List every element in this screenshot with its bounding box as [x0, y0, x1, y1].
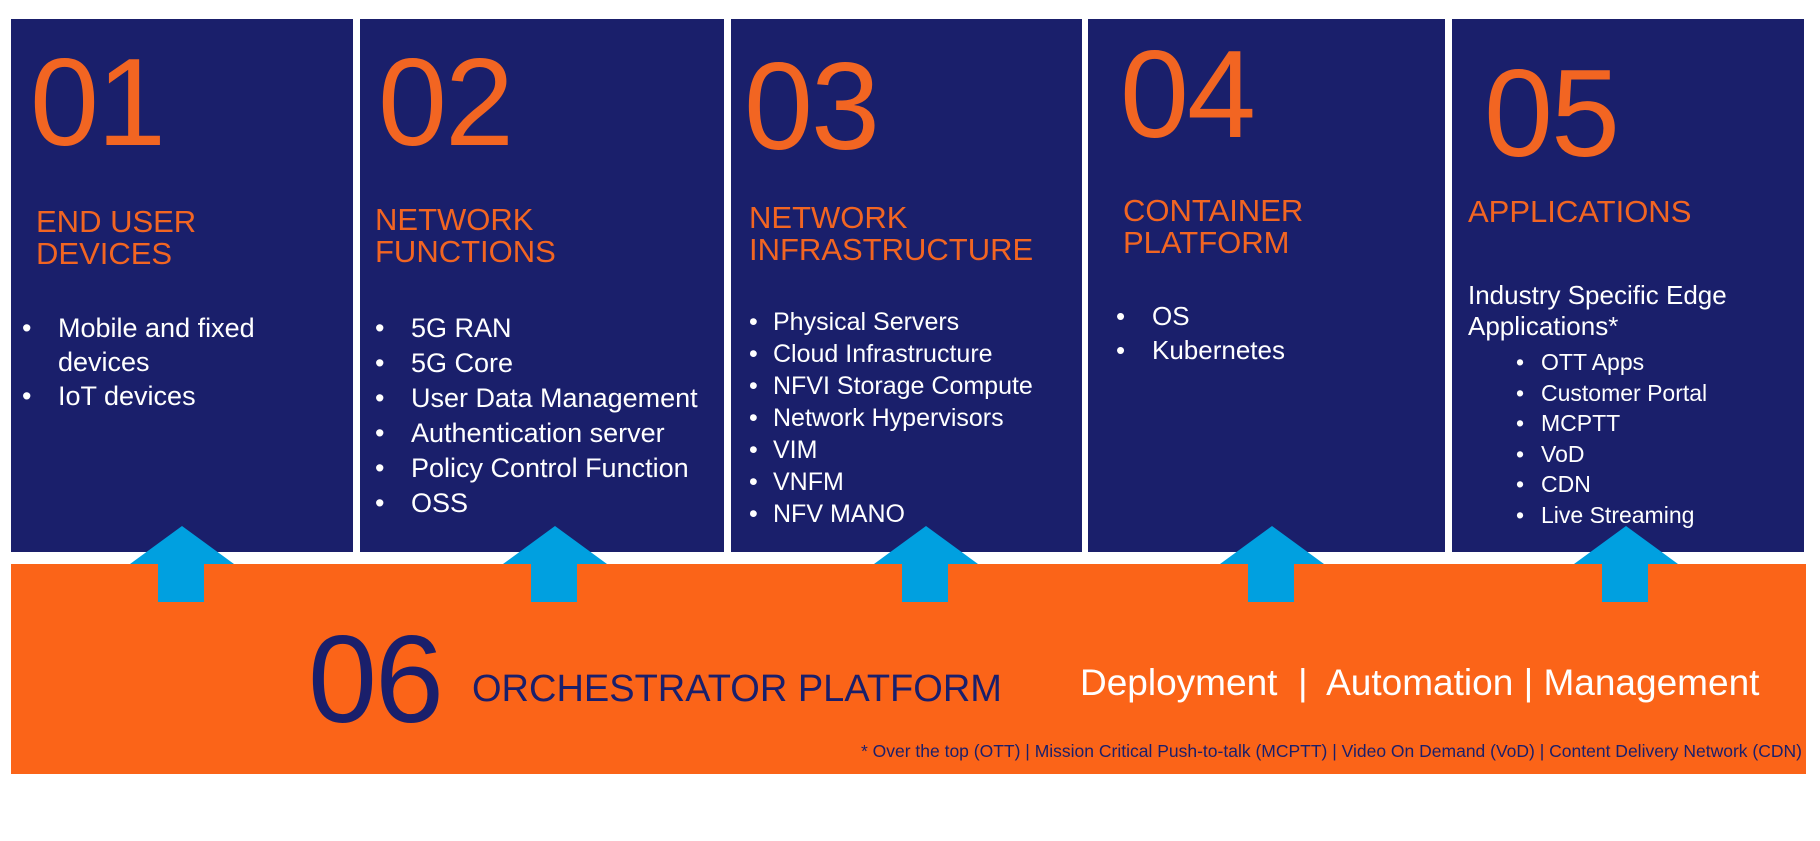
orchestrator-tagline: Deployment | Automation | Management: [1080, 662, 1760, 703]
orchestrator-title: ORCHESTRATOR PLATFORM: [472, 668, 1002, 710]
panel-item-list: 5G RAN 5G Core User Data Management Auth…: [375, 311, 720, 521]
list-item: NFV MANO: [749, 498, 1079, 530]
list-item: Mobile and fixed devices: [22, 311, 273, 379]
list-item: OS: [1116, 299, 1436, 333]
list-item: 5G Core: [375, 346, 720, 381]
up-arrow-icon: [1574, 526, 1678, 602]
list-item: OTT Apps: [1516, 347, 1796, 378]
list-item: User Data Management: [375, 381, 720, 416]
list-item: Policy Control Function: [375, 451, 720, 486]
list-item: VIM: [749, 434, 1079, 466]
list-item: NFVI Storage Compute: [749, 370, 1079, 402]
panel-number: 02: [378, 34, 514, 172]
list-item: Kubernetes: [1116, 333, 1436, 367]
panel-network-functions: 02 NETWORK FUNCTIONS 5G RAN 5G Core User…: [360, 19, 724, 552]
panel-container-platform: 04 CONTAINER PLATFORM OS Kubernetes: [1088, 19, 1445, 552]
panel-item-list: Mobile and fixed devices IoT devices: [22, 311, 342, 413]
panel-network-infrastructure: 03 NETWORK INFRASTRUCTURE Physical Serve…: [731, 19, 1082, 552]
panel-title: APPLICATIONS: [1468, 194, 1692, 229]
list-item: Physical Servers: [749, 306, 1079, 338]
list-item: IoT devices: [22, 379, 342, 413]
panel-number: 01: [30, 34, 166, 172]
panel-end-user-devices: 01 END USER DEVICES Mobile and fixed dev…: [11, 19, 353, 552]
panel-number: 03: [744, 38, 880, 176]
panel-title: CONTAINER PLATFORM: [1123, 193, 1304, 260]
list-item: Network Hypervisors: [749, 402, 1079, 434]
list-item: VNFM: [749, 466, 1079, 498]
panel-number: 04: [1120, 26, 1256, 164]
list-item: Cloud Infrastructure: [749, 338, 1079, 370]
list-item: MCPTT: [1516, 408, 1796, 439]
panel-title: NETWORK INFRASTRUCTURE: [749, 200, 1034, 267]
up-arrow-icon: [1220, 526, 1324, 602]
list-item: Live Streaming: [1516, 500, 1796, 531]
panel-title: END USER DEVICES: [36, 204, 197, 271]
list-item: OSS: [375, 486, 720, 521]
list-item: Authentication server: [375, 416, 720, 451]
panel-item-list: Physical Servers Cloud Infrastructure NF…: [749, 306, 1079, 530]
list-item: 5G RAN: [375, 311, 720, 346]
list-item: VoD: [1516, 439, 1796, 470]
footnote: * Over the top (OTT) | Mission Critical …: [860, 741, 1802, 761]
panel-item-list: OS Kubernetes: [1116, 299, 1436, 367]
list-item: Customer Portal: [1516, 378, 1796, 409]
panel-title: NETWORK FUNCTIONS: [375, 202, 556, 269]
panel-number: 05: [1484, 45, 1620, 183]
up-arrow-icon: [130, 526, 234, 602]
panel-item-list: OTT Apps Customer Portal MCPTT VoD CDN L…: [1516, 347, 1796, 530]
panel-applications: 05 APPLICATIONS Industry Specific Edge A…: [1452, 19, 1804, 552]
list-item: CDN: [1516, 469, 1796, 500]
panel-intro: Industry Specific Edge Applications*: [1468, 280, 1727, 341]
orchestrator-number: 06: [308, 611, 444, 749]
up-arrow-icon: [874, 526, 978, 602]
up-arrow-icon: [503, 526, 607, 602]
